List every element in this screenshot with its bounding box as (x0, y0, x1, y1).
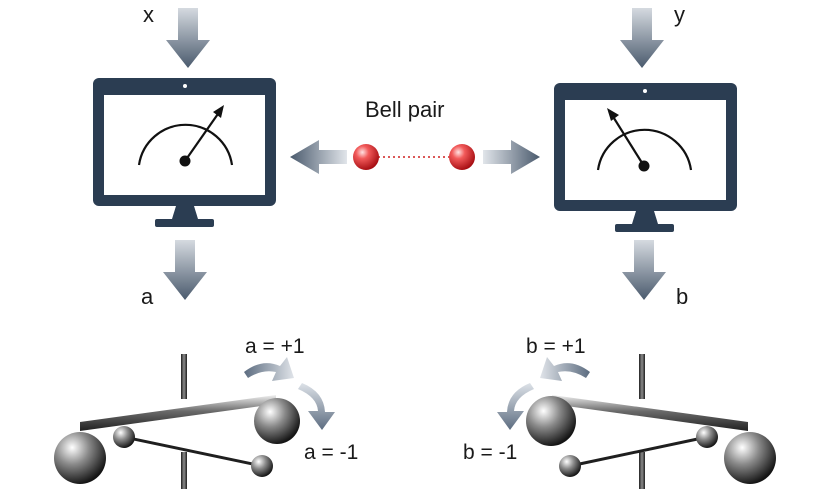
monitor-left-screen (104, 95, 265, 195)
input-arrow-x (166, 8, 210, 68)
bell-pair-label: Bell pair (365, 97, 444, 122)
balance-left-small-ball (113, 426, 135, 448)
balance-left-large-ball (54, 432, 106, 484)
rotation-arrow-b-plus (540, 357, 590, 381)
particle-right (449, 144, 475, 170)
gauge-right-icon (596, 108, 693, 172)
balance-left-beam (80, 395, 276, 431)
balance-right-post-upper (639, 354, 645, 399)
label-b-minus: b = -1 (463, 441, 517, 464)
output-arrow-b (622, 240, 666, 300)
particle-left (353, 144, 379, 170)
balance-right-large-ball-2 (724, 432, 776, 484)
balance-left-large-ball-2 (254, 398, 300, 444)
rotation-arrow-a-plus (244, 357, 294, 381)
monitor-right-screen (565, 100, 726, 200)
rotation-arrow-a-minus (298, 383, 335, 430)
input-label-y: y (674, 2, 685, 27)
balance-left-rod (123, 435, 263, 468)
output-label-b: b (676, 284, 688, 309)
label-b-plus: b = +1 (526, 335, 586, 358)
monitor-left (93, 78, 276, 227)
monitor-left-neck (172, 206, 198, 219)
monitor-right-neck (632, 211, 658, 224)
label-a-minus: a = -1 (304, 441, 358, 464)
balance-left-post-lower (181, 452, 187, 489)
gauge-left-icon (137, 105, 234, 167)
balance-left-small-ball-2 (251, 455, 273, 477)
monitor-right-camera (643, 89, 647, 93)
balance-right-rod (569, 435, 708, 468)
monitor-right-base (615, 224, 674, 232)
balance-right-beam (552, 395, 748, 431)
left-emission-arrow (290, 140, 347, 174)
rotation-arrow-b-minus (497, 383, 534, 430)
right-emission-arrow (483, 140, 540, 174)
output-arrow-a (163, 240, 207, 300)
balance-right-large-ball (526, 396, 576, 446)
input-arrow-y (620, 8, 664, 68)
monitor-left-base (155, 219, 214, 227)
monitor-left-camera (183, 84, 187, 88)
balance-right-small-ball (696, 426, 718, 448)
input-label-x: x (143, 2, 154, 27)
balance-right-post-lower (639, 452, 645, 489)
balance-left-post-upper (181, 354, 187, 399)
balance-right (526, 354, 776, 489)
output-label-a: a (141, 284, 154, 309)
monitor-right (554, 83, 737, 232)
balance-left (54, 354, 300, 489)
balance-right-small-ball-2 (559, 455, 581, 477)
label-a-plus: a = +1 (245, 335, 305, 358)
